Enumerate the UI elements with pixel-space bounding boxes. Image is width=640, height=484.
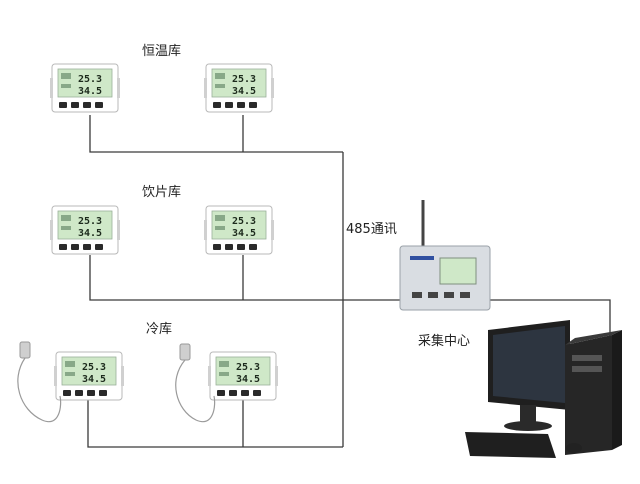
collector-label: 采集中心 [418,334,471,349]
sensor-icon [49,63,121,113]
monitor-icon [488,320,570,431]
mouse-icon [566,443,582,453]
zone-label-constant-temp: 恒温库 [142,44,182,59]
zone-label-cold: 冷库 [146,322,173,337]
sensor-icon [207,351,279,401]
computer [465,320,622,458]
sensor-icon [53,351,125,401]
bus-label: 485通讯 [346,222,397,237]
sensor-icon [49,205,121,255]
keyboard-icon [465,432,556,458]
collector-device [399,200,491,311]
probe-icon [17,341,62,423]
zone-label-beverage: 饮片库 [142,185,182,200]
wiring [87,115,611,448]
wire-zone1 [89,115,343,153]
sensor-icon [203,205,275,255]
sensor-icon [203,63,275,113]
probe-icon [175,343,216,423]
wire-zone3 [87,400,343,448]
pc-tower-icon [565,330,622,455]
wire-zone2 [89,255,611,345]
